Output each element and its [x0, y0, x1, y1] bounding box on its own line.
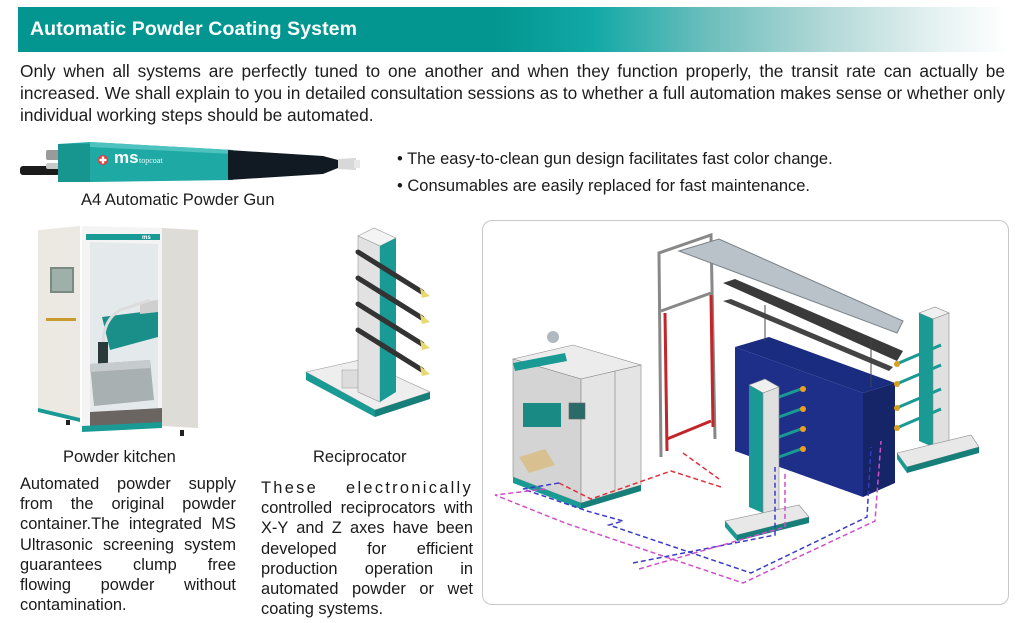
- powder-gun-icon: [20, 142, 360, 182]
- powder-gun-image: ms topcoat: [18, 136, 378, 186]
- feature-item: • The easy-to-clean gun design facilitat…: [397, 150, 833, 168]
- kitchen-caption: Powder kitchen: [63, 448, 176, 466]
- reciprocator-caption: Reciprocator: [313, 448, 407, 466]
- powder-kitchen-icon: ms: [38, 226, 198, 436]
- coating-system-layout-icon: [494, 232, 980, 584]
- coating-system-diagram: [482, 220, 1009, 605]
- gun-caption: A4 Automatic Powder Gun: [81, 191, 275, 209]
- bullet-icon: •: [397, 177, 403, 195]
- reciprocator-image: [300, 222, 440, 417]
- gun-logo-subtext: topcoat: [139, 156, 163, 165]
- cabinet-label: ms: [142, 235, 151, 241]
- feature-item: • Consumables are easily replaced for fa…: [397, 177, 811, 195]
- gun-logo-text: ms: [114, 148, 139, 167]
- reciprocator-description: These electronically controlled reciproc…: [261, 479, 473, 619]
- reciprocator-icon: [305, 227, 431, 417]
- feature-list: • The easy-to-clean gun design facilitat…: [397, 146, 833, 200]
- powder-kitchen-image: ms: [30, 222, 200, 442]
- header-bar: Automatic Powder Coating System: [18, 7, 1008, 52]
- bullet-icon: •: [397, 150, 403, 168]
- intro-paragraph: Only when all systems are perfectly tune…: [20, 61, 1005, 125]
- kitchen-description: Automated powder supply from the origina…: [20, 475, 236, 615]
- page-title: Automatic Powder Coating System: [30, 18, 358, 40]
